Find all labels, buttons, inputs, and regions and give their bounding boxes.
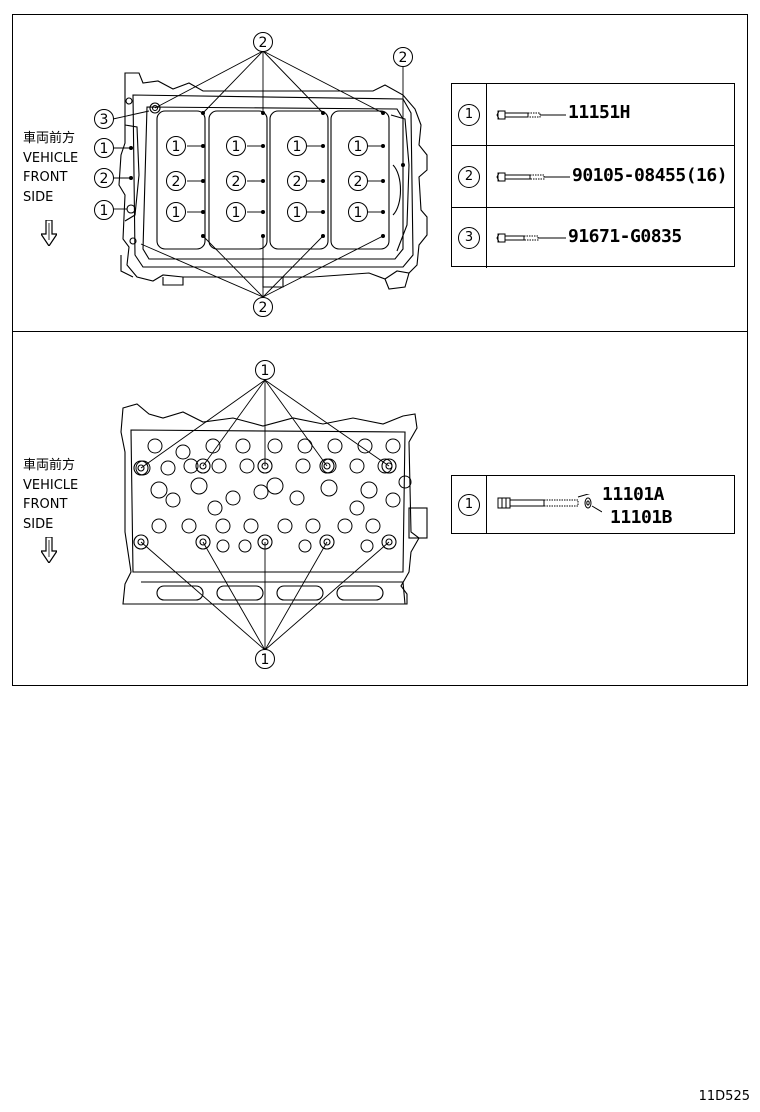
callout-bubble-1-r1c1: 1 xyxy=(166,136,186,156)
front-label-line2: FRONT xyxy=(23,497,68,512)
callout-bubble-2-right: 2 xyxy=(393,47,413,67)
cylinder-head-drawing: 1 1 xyxy=(120,360,428,669)
callout-bubble-1-r1c4: 1 xyxy=(348,136,368,156)
parts-row-1[interactable]: 1 11151H xyxy=(452,84,734,145)
head-bolt-positions xyxy=(133,458,397,550)
vehicle-front-side-label: 車両前方 VEHICLE FRONT SIDE xyxy=(23,129,78,207)
front-label-line2: FRONT xyxy=(23,170,68,185)
bolt-icon xyxy=(496,110,566,120)
callout-bubble-3-left: 3 xyxy=(94,109,114,129)
callout-bubble-2-top: 2 xyxy=(253,32,273,52)
row-index-head-1: 1 xyxy=(458,493,480,516)
part-number-head-b[interactable]: 11101B xyxy=(610,507,673,528)
svg-text:1: 1 xyxy=(354,205,363,221)
svg-text:2: 2 xyxy=(100,171,109,187)
svg-text:1: 1 xyxy=(172,139,181,155)
svg-text:1: 1 xyxy=(100,203,109,219)
svg-text:1: 1 xyxy=(293,139,302,155)
callout-bubble-1-r1c2: 1 xyxy=(226,136,246,156)
cylinder-head-cover-drawing: 2 2 2 3 1 2 1 xyxy=(94,32,428,317)
head-hole-pattern xyxy=(135,438,412,553)
callout-bubble-1-r3c3: 1 xyxy=(287,202,307,222)
front-label-japanese: 車両前方 xyxy=(23,458,76,473)
part-number-head-a[interactable]: 11101A xyxy=(602,484,665,505)
svg-text:1: 1 xyxy=(232,139,241,155)
cylinder-head-cover-panel: 車両前方 VEHICLE FRONT SIDE xyxy=(12,14,748,332)
vehicle-front-side-label-bottom: 車両前方 VEHICLE FRONT SIDE xyxy=(23,456,78,534)
svg-text:1: 1 xyxy=(354,139,363,155)
callout-bubble-1-r3c1: 1 xyxy=(166,202,186,222)
callout-bubble-1-r3c2: 1 xyxy=(226,202,246,222)
head-callout-leaders xyxy=(140,379,390,651)
callout-bubble-1-left-lower: 1 xyxy=(94,200,114,220)
stud-bolt-icon xyxy=(496,233,566,243)
svg-text:2: 2 xyxy=(293,174,302,190)
front-label-line1: VEHICLE xyxy=(23,477,79,493)
svg-text:2: 2 xyxy=(399,50,408,66)
flange-bolt-icon xyxy=(496,172,570,182)
part-number-2[interactable]: 90105-08455(16) xyxy=(572,165,728,186)
svg-text:2: 2 xyxy=(354,174,363,190)
svg-text:2: 2 xyxy=(232,174,241,190)
row-index-1: 1 xyxy=(458,103,480,126)
callout-bubble-2-bottom: 2 xyxy=(253,297,273,317)
part-number-3[interactable]: 91671-G0835 xyxy=(568,226,682,247)
callout-bubble-2-r2c4: 2 xyxy=(348,171,368,191)
row-index-3: 3 xyxy=(458,227,480,249)
svg-text:2: 2 xyxy=(259,300,268,316)
bottom-parts-table: 1 11101A 11101B xyxy=(451,475,735,534)
cover-outline xyxy=(118,72,428,282)
callout-bubble-2-r2c1: 2 xyxy=(166,171,186,191)
front-label-japanese: 車両前方 xyxy=(23,131,76,146)
svg-text:1: 1 xyxy=(261,652,270,668)
figure-code: 11D525 xyxy=(698,1089,750,1104)
svg-text:1: 1 xyxy=(172,205,181,221)
callout-bubble-1-r3c4: 1 xyxy=(348,202,368,222)
svg-text:2: 2 xyxy=(172,174,181,190)
svg-text:1: 1 xyxy=(100,141,109,157)
callout-bubble-2-r2c3: 2 xyxy=(287,171,307,191)
callout-bubble-1-r1c3: 1 xyxy=(287,136,307,156)
head-bolt-with-washer-icon xyxy=(497,494,602,513)
callout-bubble-1-left-upper: 1 xyxy=(94,138,114,158)
svg-text:1: 1 xyxy=(232,205,241,221)
callout-bubble-2-r2c2: 2 xyxy=(226,171,246,191)
front-label-line1: VEHICLE xyxy=(23,150,79,166)
row-index-2: 2 xyxy=(458,165,480,188)
svg-text:1: 1 xyxy=(293,205,302,221)
parts-row-3[interactable]: 3 91671-G0835 xyxy=(452,207,734,268)
top-callout-leaders xyxy=(112,50,404,298)
part-number-1[interactable]: 11151H xyxy=(568,102,631,123)
front-label-line3: SIDE xyxy=(23,189,54,205)
svg-text:3: 3 xyxy=(100,112,109,128)
cylinder-head-panel: 車両前方 VEHICLE FRONT SIDE xyxy=(12,331,748,686)
callout-bubble-1-head-bottom: 1 xyxy=(255,649,275,669)
callout-bubble-1-head-top: 1 xyxy=(255,360,275,380)
callout-bubble-2-left: 2 xyxy=(94,168,114,188)
front-label-line3: SIDE xyxy=(23,516,54,532)
front-direction-arrow-icon xyxy=(41,537,57,563)
parts-row-2[interactable]: 2 90105-08455(16) xyxy=(452,145,734,207)
head-outline xyxy=(120,403,420,605)
parts-row-head-bolt[interactable]: 1 11101A 11101B xyxy=(452,476,734,533)
svg-text:2: 2 xyxy=(259,35,268,51)
front-direction-arrow-icon xyxy=(41,220,57,246)
svg-text:1: 1 xyxy=(261,363,270,379)
top-parts-table: 1 11151H 2 90105-08455(16) 3 xyxy=(451,83,735,268)
